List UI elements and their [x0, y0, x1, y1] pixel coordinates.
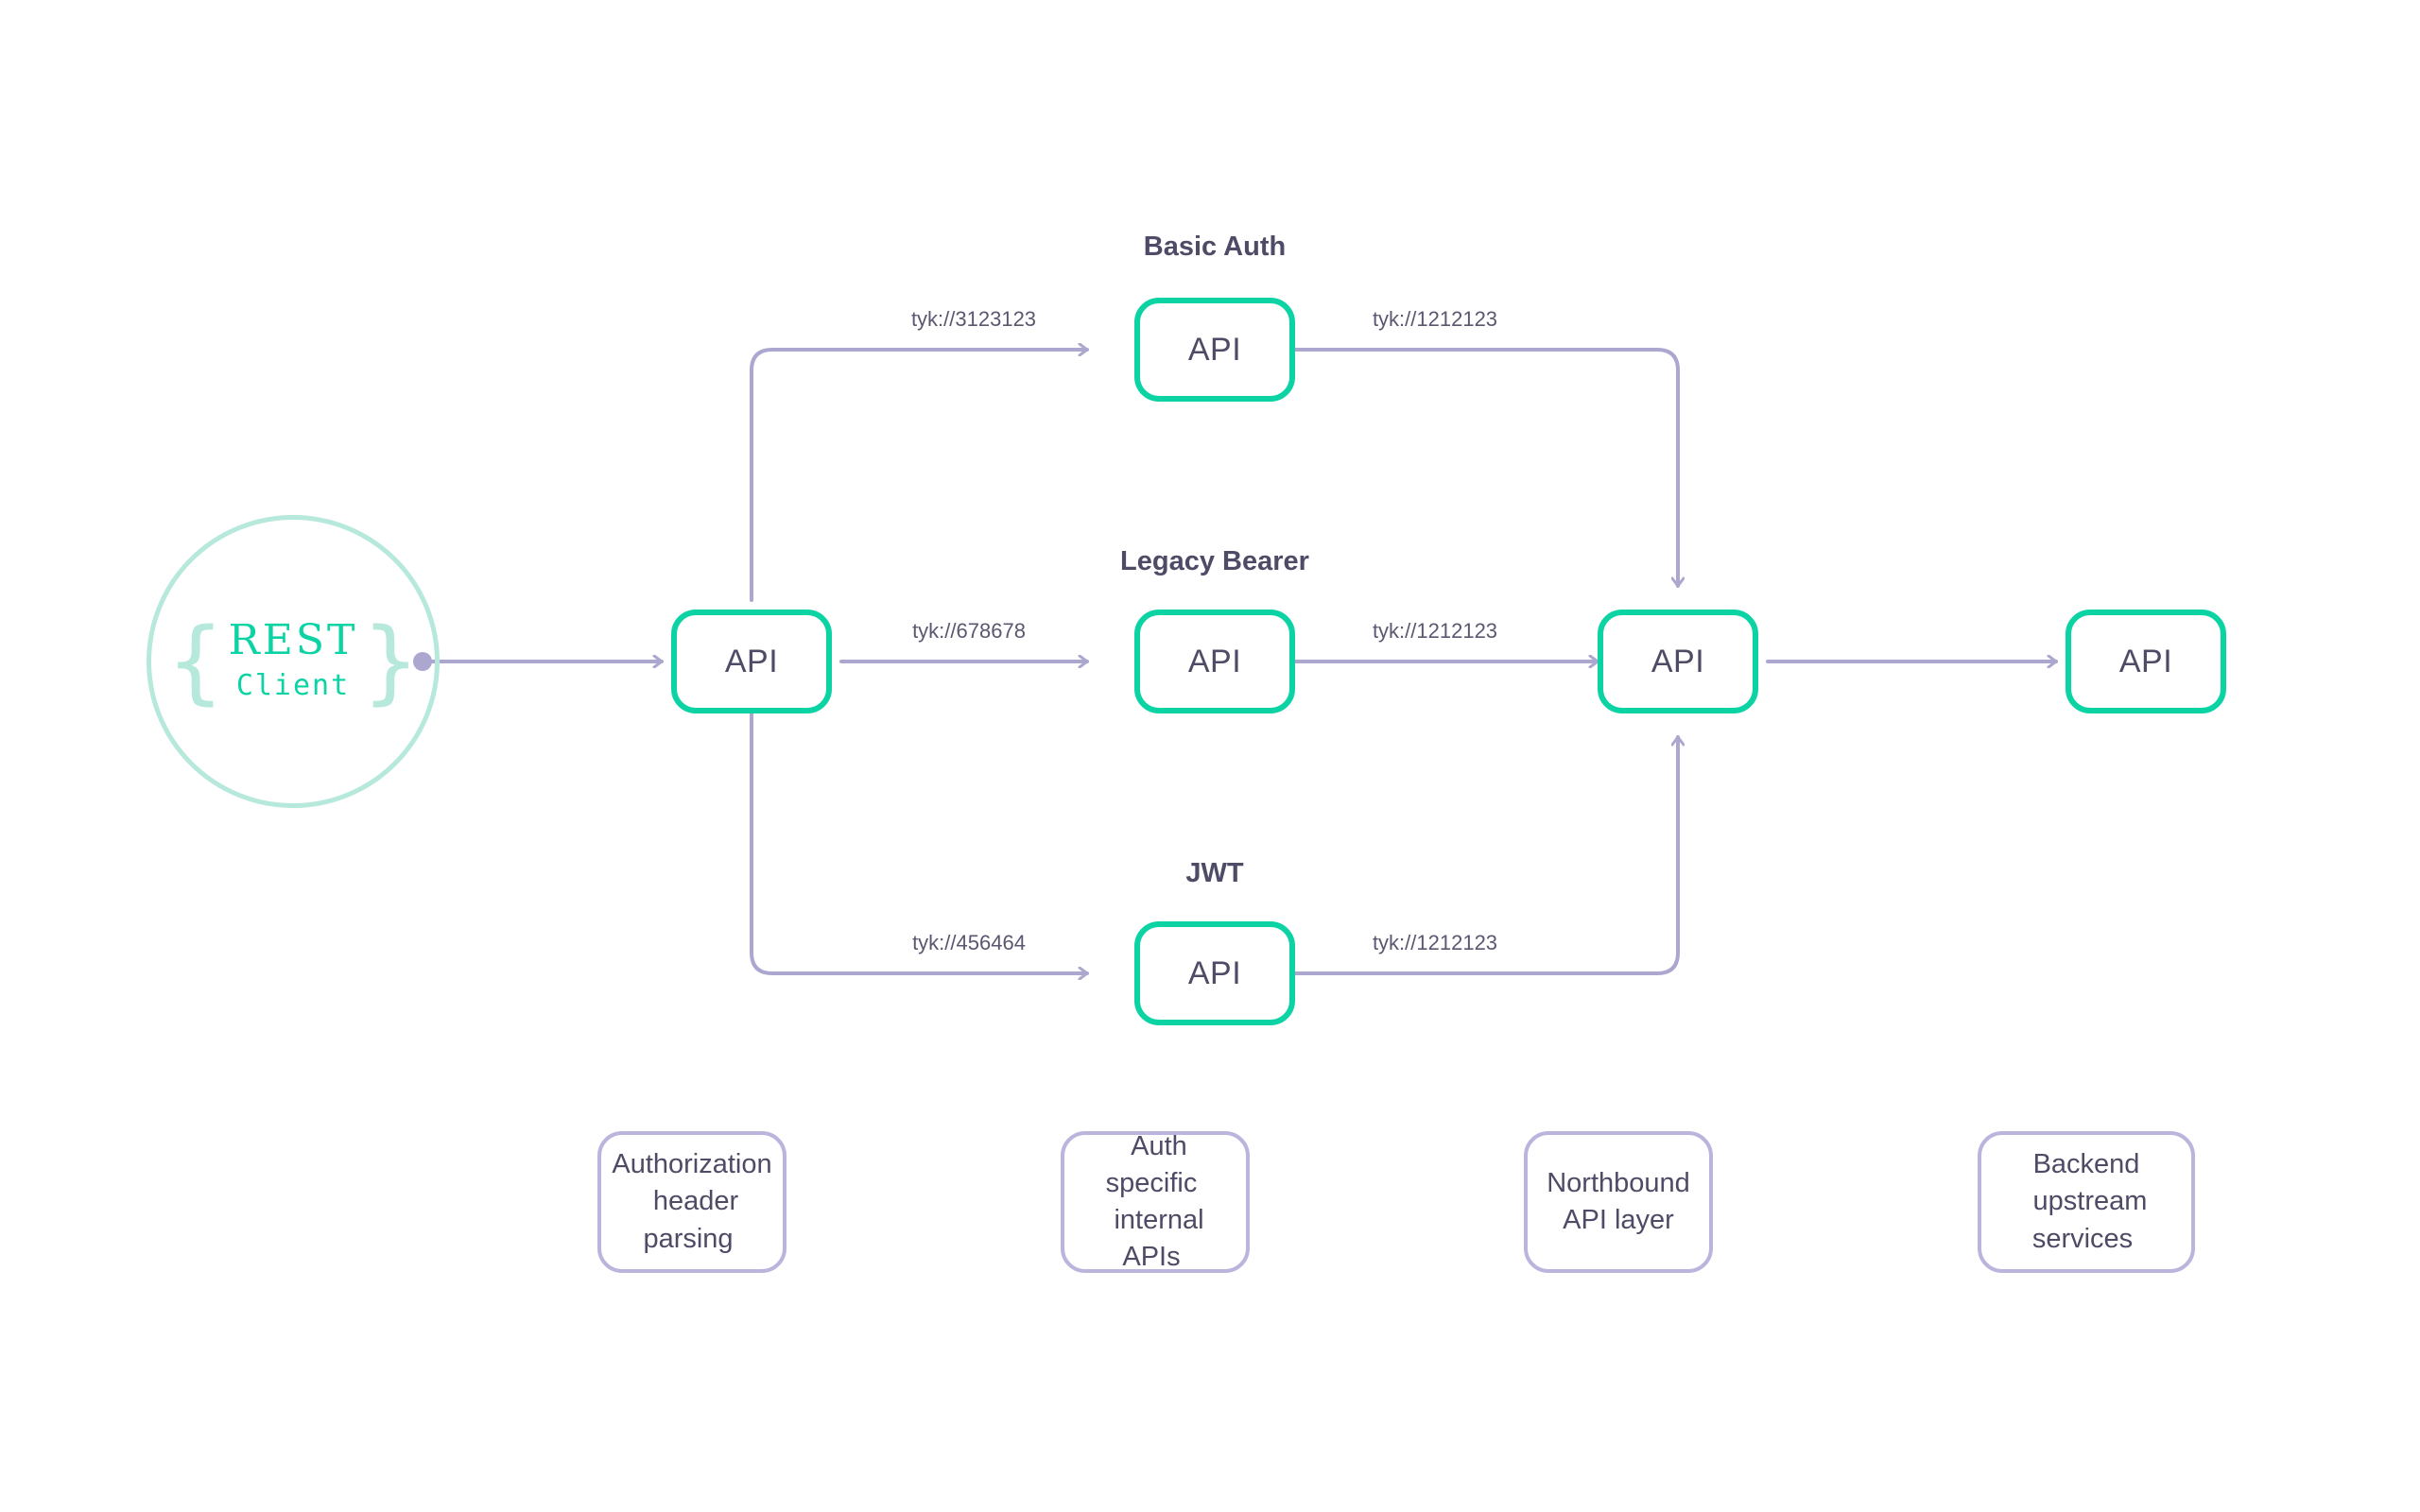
legend-line-2: internal APIs — [1114, 1205, 1204, 1273]
api-node-gateway-label: API — [724, 643, 779, 679]
edge-basic-auth-to-northbound — [1293, 348, 1678, 588]
api-node-northbound-label: API — [1651, 643, 1705, 679]
api-node-backend[interactable]: API — [2066, 610, 2226, 713]
edge-label-legacy-to-northbound: tyk://1212123 — [1372, 619, 1498, 643]
api-node-legacy-bearer-label: API — [1187, 643, 1242, 679]
rest-client-badge: { REST Client } — [147, 515, 440, 808]
brace-left-icon: { — [167, 609, 223, 714]
edge-gateway-to-basic-auth — [750, 350, 1089, 602]
edge-label-gateway-to-basic: tyk://3123123 — [910, 307, 1037, 331]
legend-text-northbound-api-layer: Northbound API layer — [1531, 1165, 1705, 1239]
api-node-basic-auth[interactable]: API — [1134, 298, 1295, 402]
api-node-basic-auth-label: API — [1187, 331, 1242, 368]
legend-line-1: Auth specific — [1105, 1130, 1198, 1198]
legend-line-1: Northbound — [1547, 1167, 1690, 1198]
api-node-jwt-label: API — [1187, 954, 1242, 991]
legend-box-northbound-api-layer: Northbound API layer — [1524, 1131, 1713, 1273]
legend-box-backend-upstream-services: Backend upstream services — [1978, 1131, 2195, 1273]
edge-label-jwt-to-northbound: tyk://1212123 — [1372, 931, 1498, 954]
group-label-legacy-bearer: Legacy Bearer — [1120, 546, 1309, 576]
legend-text-auth-specific-internal-apis: Auth specific internal APIs — [1064, 1128, 1246, 1277]
legend-line-1: Backend — [2032, 1149, 2140, 1180]
legend-box-auth-specific-internal-apis: Auth specific internal APIs — [1061, 1131, 1250, 1273]
group-label-basic-auth: Basic Auth — [1143, 232, 1287, 262]
api-node-legacy-bearer[interactable]: API — [1134, 610, 1295, 713]
legend-line-2: API layer — [1563, 1205, 1674, 1235]
edge-label-gateway-to-legacy: tyk://678678 — [912, 619, 1026, 643]
api-node-jwt[interactable]: API — [1134, 921, 1295, 1025]
rest-client-subtitle: Client — [235, 668, 351, 702]
legend-text-backend-upstream-services: Backend upstream services — [1981, 1146, 2191, 1257]
group-label-jwt: JWT — [1185, 858, 1244, 888]
brace-right-icon: } — [363, 609, 419, 714]
api-node-backend-label: API — [2118, 643, 2173, 679]
legend-line-2: upstream services — [2031, 1186, 2148, 1254]
legend-line-1: Authorization — [612, 1149, 772, 1180]
api-node-northbound[interactable]: API — [1598, 610, 1758, 713]
legend-text-authorization-header-parsing: Authorization header parsing — [596, 1146, 786, 1257]
edge-label-basic-to-northbound: tyk://1212123 — [1372, 307, 1498, 331]
edge-label-gateway-to-jwt: tyk://456464 — [912, 931, 1026, 954]
api-node-gateway[interactable]: API — [671, 610, 832, 713]
legend-box-authorization-header-parsing: Authorization header parsing — [597, 1131, 786, 1273]
rest-client-title: REST — [228, 616, 358, 665]
legend-line-2: header parsing — [643, 1186, 739, 1254]
